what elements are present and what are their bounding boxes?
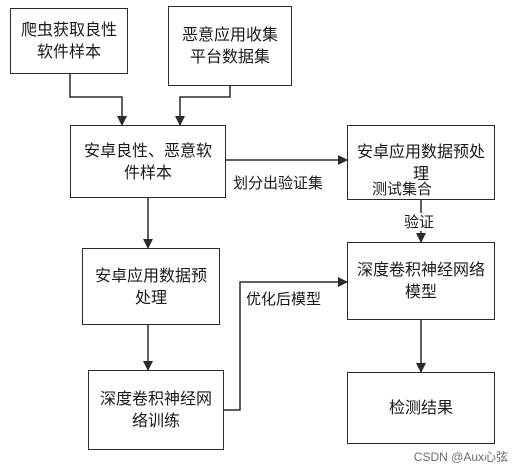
node-samples: 安卓良性、恶意软件样本 [70, 125, 226, 198]
node-crawler: 爬虫获取良性软件样本 [10, 8, 128, 74]
label-verify: 验证 [404, 213, 435, 231]
node-model: 深度卷积神经网络模型 [347, 242, 495, 320]
node-preprocess-right: 安卓应用数据预处理 [347, 125, 495, 200]
node-platform-text: 恶意应用收集平台数据集 [181, 25, 278, 66]
node-platform: 恶意应用收集平台数据集 [168, 6, 292, 86]
node-train-text: 深度卷积神经网络训练 [99, 389, 212, 430]
node-train: 深度卷积神经网络训练 [88, 370, 224, 450]
label-split: 划分出验证集 [233, 174, 324, 192]
label-test-set: 测试集合 [372, 180, 433, 198]
node-preprocess-left-text: 安卓应用数据预处理 [94, 265, 207, 307]
edge-train-to-model [224, 277, 348, 411]
node-samples-text: 安卓良性、恶意软件样本 [83, 140, 212, 182]
node-crawler-text: 爬虫获取良性软件样本 [20, 20, 117, 61]
edge-platform-to-samples [175, 86, 231, 126]
node-result: 检测结果 [347, 372, 495, 444]
watermark: CSDN @Aux心弦 [413, 450, 508, 464]
node-preprocess-left: 安卓应用数据预处理 [82, 248, 220, 325]
node-result-text: 检测结果 [388, 398, 453, 417]
edge-crawler-to-samples [69, 74, 127, 126]
node-model-text: 深度卷积神经网络模型 [356, 260, 485, 301]
node-preprocess-right-text: 安卓应用数据预处理 [356, 141, 485, 183]
label-optimized: 优化后模型 [246, 290, 322, 308]
